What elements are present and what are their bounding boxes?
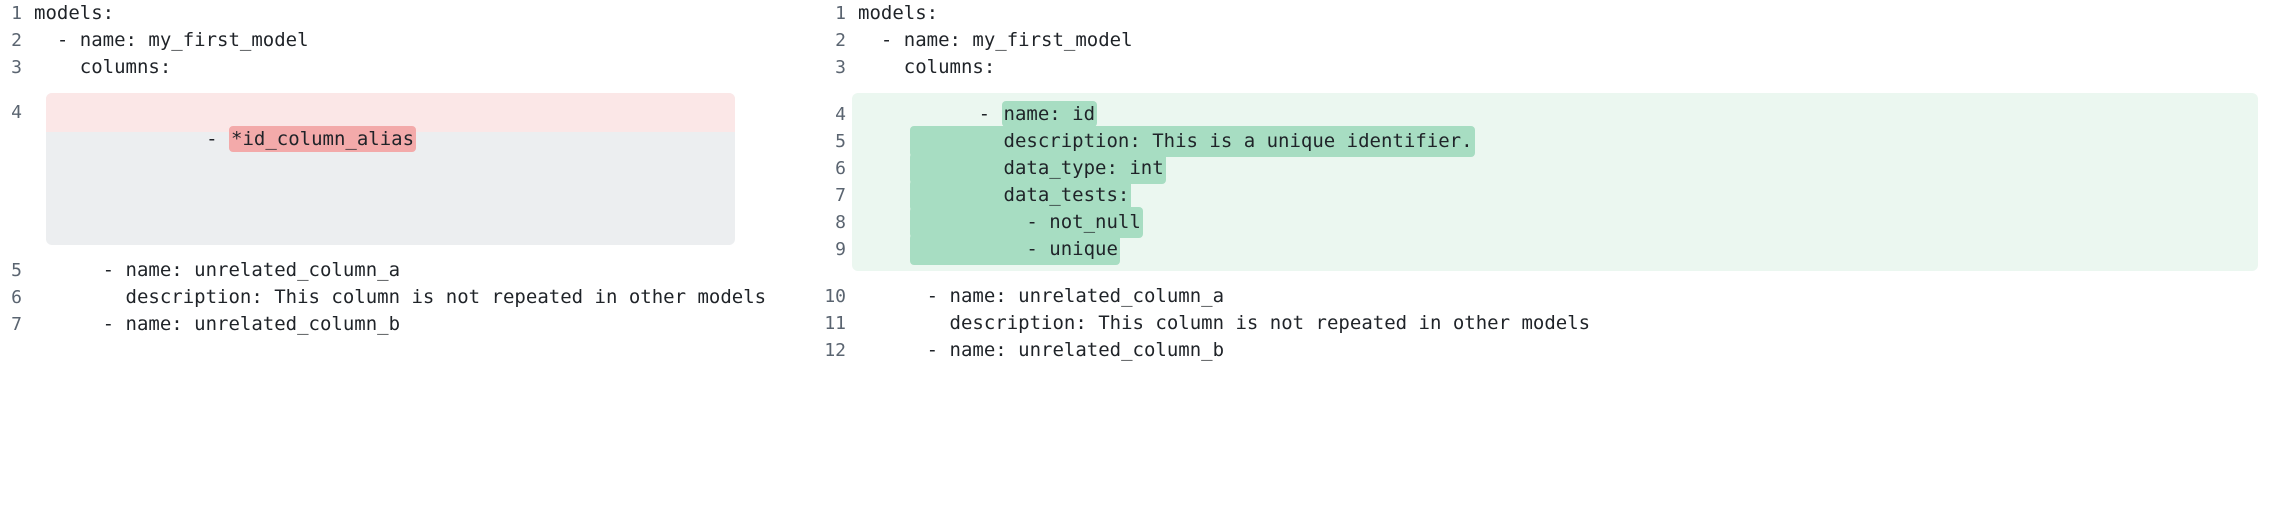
code-text: description: This is a unique identifier… (910, 126, 2258, 157)
code-text: - unique (910, 234, 2258, 265)
code-text: models: (858, 2, 939, 24)
added-code-line: 4 - name: id (852, 101, 2258, 128)
added-code-line: 6 data_type: int (852, 153, 2258, 184)
line-number: 10 (824, 286, 846, 307)
spacer (0, 81, 800, 93)
added-token: description: This is a unique identifier… (910, 126, 1475, 157)
added-code-line: 7 data_tests: (852, 180, 2258, 211)
code-text: models: (34, 2, 115, 24)
code-line: 2 - name: my_first_model (800, 27, 2278, 54)
line-number: 5 (11, 260, 22, 281)
code-text: - name: id (910, 101, 2258, 128)
added-token: - not_null (910, 207, 1143, 238)
added-block: 4 - name: id 5 description: This is a un… (852, 93, 2258, 271)
added-token: name: id (1001, 101, 1098, 127)
code-line: 12 - name: unrelated_column_b (800, 337, 2278, 364)
added-token: data_tests: (910, 180, 1132, 211)
added-line-prefix: - (910, 103, 1002, 125)
spacer (800, 81, 2278, 93)
added-code-line: 5 description: This is a unique identifi… (852, 126, 2258, 157)
line-number: 11 (824, 313, 846, 334)
code-line: 11 description: This column is not repea… (800, 310, 2278, 337)
line-number: 4 (835, 104, 846, 125)
removed-row-highlight (46, 93, 735, 132)
line-number: 12 (824, 340, 846, 361)
line-number: 1 (835, 3, 846, 24)
code-text: - not_null (910, 207, 2258, 238)
line-number: 6 (835, 158, 846, 179)
line-number: 4 (11, 102, 22, 123)
removed-line-prefix: - (137, 128, 230, 150)
code-line: 10 - name: unrelated_column_a (800, 283, 2278, 310)
line-number: 3 (835, 57, 846, 78)
before-yaml-pane: 1 models: 2 - name: my_first_model 3 col… (0, 0, 800, 528)
line-number: 7 (11, 314, 22, 335)
line-number: 6 (11, 287, 22, 308)
code-text: columns: (34, 56, 172, 78)
removed-code-line: - *id_column_alias (0, 99, 800, 152)
added-code-line: 8 - not_null (852, 207, 2258, 238)
code-text: - name: my_first_model (34, 29, 309, 51)
line-number: 1 (11, 3, 22, 24)
code-text: - name: unrelated_column_a (858, 285, 1225, 307)
code-text: data_type: int (910, 153, 2258, 184)
code-line: 2 - name: my_first_model (0, 27, 800, 54)
removed-block-region: 4 - *id_column_alias (0, 93, 800, 245)
spacer (800, 271, 2278, 283)
line-number: 9 (835, 239, 846, 260)
line-number: 2 (835, 30, 846, 51)
spacer (0, 245, 800, 257)
code-line: 3 columns: (0, 54, 800, 81)
added-token: - unique (910, 234, 1120, 265)
added-code-line: 9 - unique (852, 234, 2258, 265)
line-number: 8 (835, 212, 846, 233)
code-line: 1 models: (800, 0, 2278, 27)
code-text: - name: my_first_model (858, 29, 1133, 51)
code-text: data_tests: (910, 180, 2258, 211)
after-yaml-pane: 1 models: 2 - name: my_first_model 3 col… (800, 0, 2278, 528)
added-block-region: 4 - name: id 5 description: This is a un… (800, 93, 2278, 271)
code-line: 1 models: (0, 0, 800, 27)
code-text: columns: (858, 56, 996, 78)
code-line: 7 - name: unrelated_column_b (0, 311, 800, 338)
code-text: - name: unrelated_column_a (34, 259, 401, 281)
line-number: 7 (835, 185, 846, 206)
removed-placeholder-block (46, 93, 735, 245)
added-token: data_type: int (910, 153, 1166, 184)
code-text: description: This column is not repeated… (858, 312, 1591, 334)
line-number: 2 (11, 30, 22, 51)
line-number: 5 (835, 131, 846, 152)
code-line: 5 - name: unrelated_column_a (0, 257, 800, 284)
code-text: description: This column is not repeated… (34, 286, 767, 308)
code-line: 6 description: This column is not repeat… (0, 284, 800, 311)
removed-token: *id_column_alias (229, 126, 417, 152)
code-text: - name: unrelated_column_b (34, 313, 401, 335)
code-text: - name: unrelated_column_b (858, 339, 1225, 361)
code-line: 3 columns: (800, 54, 2278, 81)
line-number: 3 (11, 57, 22, 78)
